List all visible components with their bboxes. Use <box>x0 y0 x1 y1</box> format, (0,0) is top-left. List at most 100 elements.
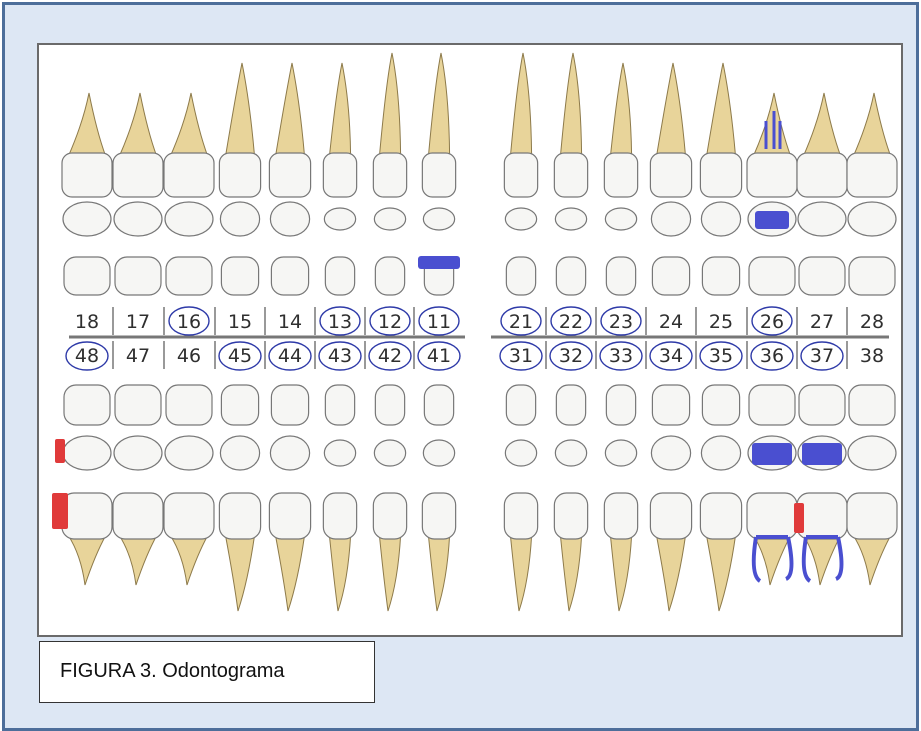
lingual-26 <box>749 257 795 295</box>
lower-lingual-37 <box>799 385 845 425</box>
crown-14 <box>269 153 310 197</box>
tooth-number-41: 41 <box>427 345 451 367</box>
filling-occlusal-37 <box>802 443 842 465</box>
tooth-number-44: 44 <box>278 345 302 367</box>
occlusal-13 <box>324 208 355 230</box>
lingual-25 <box>702 257 739 295</box>
tooth-number-42: 42 <box>378 345 402 367</box>
figure-caption-text: FIGURA 3. Odontograma <box>60 660 285 683</box>
lower-crown-43 <box>323 493 356 539</box>
lingual-12 <box>375 257 404 295</box>
crown-15 <box>219 153 260 197</box>
root-25 <box>706 63 735 157</box>
lower-crown-32 <box>554 493 587 539</box>
occlusal-12 <box>374 208 405 230</box>
lower-lingual-36 <box>749 385 795 425</box>
lower-root-41 <box>428 535 449 611</box>
occlusal-22 <box>555 208 586 230</box>
tooth-number-32: 32 <box>559 345 583 367</box>
root-28 <box>853 93 891 157</box>
crown-17 <box>113 153 163 197</box>
lower-root-33 <box>610 535 631 611</box>
lower-crown-37 <box>797 493 847 539</box>
lingual-17 <box>115 257 161 295</box>
lower-occlusal-42 <box>374 440 405 466</box>
tooth-number-33: 33 <box>609 345 633 367</box>
tooth-number-36: 36 <box>760 345 784 367</box>
lower-crown-45 <box>219 493 260 539</box>
crown-21 <box>504 153 537 197</box>
lower-root-32 <box>560 535 581 611</box>
tooth-number-18: 18 <box>75 311 99 333</box>
lingual-28 <box>849 257 895 295</box>
lower-crown-31 <box>504 493 537 539</box>
crown-25 <box>700 153 741 197</box>
root-21 <box>510 53 531 157</box>
lower-occlusal-32 <box>555 440 586 466</box>
lower-crown-34 <box>650 493 691 539</box>
lower-occlusal-48 <box>63 436 111 470</box>
crown-28 <box>847 153 897 197</box>
lower-crown-46 <box>164 493 214 539</box>
lingual-16 <box>166 257 212 295</box>
occlusal-14 <box>270 202 309 236</box>
lower-lingual-47 <box>115 385 161 425</box>
lower-lingual-43 <box>325 385 354 425</box>
lower-occlusal-38 <box>848 436 896 470</box>
tooth-number-47: 47 <box>126 345 150 367</box>
tooth-number-17: 17 <box>126 311 150 333</box>
tooth-number-14: 14 <box>278 311 302 333</box>
crown-22 <box>554 153 587 197</box>
lingual-13 <box>325 257 354 295</box>
lower-root-47 <box>119 535 157 585</box>
lower-crown-38 <box>847 493 897 539</box>
tooth-number-27: 27 <box>810 311 834 333</box>
lower-root-34 <box>656 535 685 611</box>
lower-occlusal-44 <box>270 436 309 470</box>
tooth-number-22: 22 <box>559 311 583 333</box>
lower-crown-41 <box>422 493 455 539</box>
lower-root-45 <box>225 535 254 611</box>
lingual-18 <box>64 257 110 295</box>
root-14 <box>275 63 304 157</box>
occlusal-27 <box>798 202 846 236</box>
tooth-number-45: 45 <box>228 345 252 367</box>
tooth-number-38: 38 <box>860 345 884 367</box>
lower-occlusal-45 <box>220 436 259 470</box>
occlusal-21 <box>505 208 536 230</box>
occlusal-25 <box>701 202 740 236</box>
tooth-number-25: 25 <box>709 311 733 333</box>
lower-root-35 <box>706 535 735 611</box>
occlusal-16 <box>165 202 213 236</box>
occlusal-28 <box>848 202 896 236</box>
root-16 <box>170 93 208 157</box>
root-23 <box>610 63 631 157</box>
lower-root-31 <box>510 535 531 611</box>
lingual-15 <box>221 257 258 295</box>
tooth-number-12: 12 <box>378 311 402 333</box>
tooth-number-46: 46 <box>177 345 201 367</box>
lower-occlusal-34 <box>651 436 690 470</box>
lingual-23 <box>606 257 635 295</box>
lower-root-46 <box>170 535 208 585</box>
lower-lingual-42 <box>375 385 404 425</box>
crown-23 <box>604 153 637 197</box>
lower-lingual-46 <box>166 385 212 425</box>
lower-occlusal-41 <box>423 440 454 466</box>
root-18 <box>68 93 106 157</box>
lower-occlusal-35 <box>701 436 740 470</box>
lower-root-43 <box>329 535 350 611</box>
lingual-27 <box>799 257 845 295</box>
filling-lingual-11 <box>418 256 460 269</box>
lower-lingual-44 <box>271 385 308 425</box>
root-24 <box>656 63 685 157</box>
red-mark-crown-48 <box>52 493 68 529</box>
lower-lingual-32 <box>556 385 585 425</box>
tooth-number-37: 37 <box>810 345 834 367</box>
root-26 <box>753 93 791 157</box>
occlusal-17 <box>114 202 162 236</box>
lingual-14 <box>271 257 308 295</box>
lower-crown-36 <box>747 493 797 539</box>
